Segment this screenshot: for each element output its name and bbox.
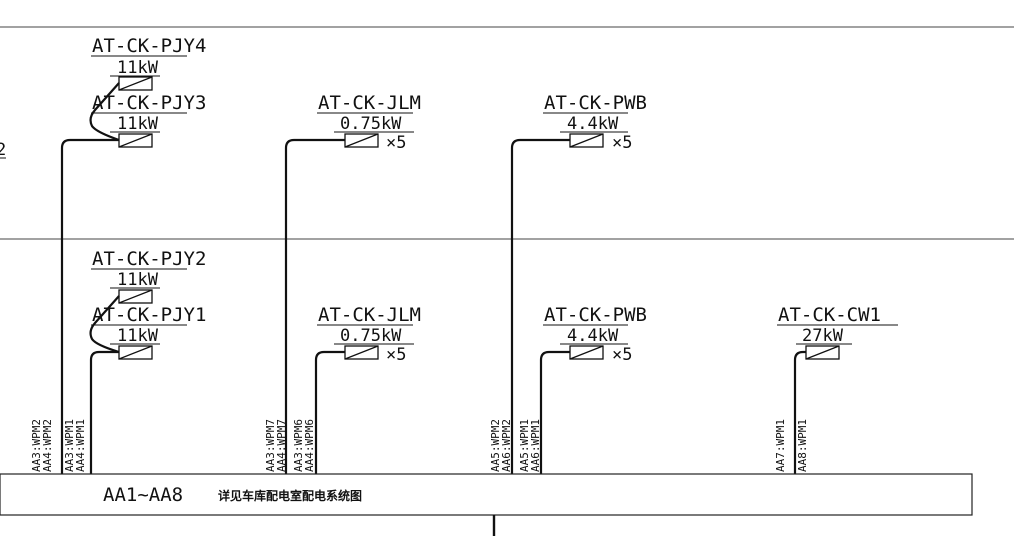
pwb-upper-power: 4.4kW	[567, 114, 619, 134]
pjy1-name: AT-CK-PJY1	[92, 304, 206, 326]
feeder-label: AA4:WPM2	[41, 419, 54, 472]
busbar-box	[0, 473, 973, 516]
feeder-labels-g1: AA3:WPM2 AA4:WPM2 AA3:WPM1 AA4:WPM1	[30, 419, 87, 472]
feeder-labels-g4: AA7:WPM1 AA8:WPM1	[774, 419, 809, 472]
pjy4-power: 11kW	[117, 58, 159, 78]
pjy3-power: 11kW	[117, 114, 159, 134]
feeder-wire-pjy4	[89, 82, 120, 142]
feeder-label: AA3:WPM6	[292, 419, 305, 472]
pjy1-power: 11kW	[117, 326, 159, 346]
cw1-power: 27kW	[802, 326, 844, 346]
feeder-wire-pwb-lower	[539, 350, 570, 474]
feeder-label: AA4:WPM7	[275, 419, 288, 472]
feeder-label: AA6:WPM1	[529, 419, 542, 472]
pjy3-name: AT-CK-PJY3	[92, 92, 206, 114]
pjy2-name: AT-CK-PJY2	[92, 248, 206, 270]
feeder-wire-jlm-lower	[314, 350, 345, 474]
jlm-upper-power: 0.75kW	[340, 114, 402, 134]
stray-char: 2	[0, 140, 6, 160]
feeder-label: AA4:WPM1	[74, 419, 87, 472]
feeder-label: AA5:WPM1	[518, 419, 531, 472]
jlm-lower-name: AT-CK-JLM	[318, 304, 421, 326]
busbar-note: 详见车库配电室配电系统图	[218, 488, 362, 503]
feeder-label: AA4:WPM6	[303, 419, 316, 472]
feeder-labels-g3: AA5:WPM2 AA6:WPM2 AA5:WPM1 AA6:WPM1	[489, 419, 542, 472]
pjy1-motor-symbol	[118, 345, 153, 360]
feeder-label: AA5:WPM2	[489, 419, 502, 472]
feeder-labels-g2: AA3:WPM7 AA4:WPM7 AA3:WPM6 AA4:WPM6	[264, 419, 316, 472]
cw1-motor-symbol	[805, 345, 840, 360]
pjy3-motor-symbol	[118, 133, 153, 148]
pjy4-motor-symbol	[118, 76, 153, 91]
feeder-wire-pjy1	[89, 350, 119, 474]
pwb-lower-qty: ×5	[612, 345, 632, 365]
feeder-label: AA6:WPM2	[500, 419, 513, 472]
pwb-lower-motor-symbol	[569, 345, 604, 360]
jlm-lower-qty: ×5	[386, 345, 406, 365]
cw1-name: AT-CK-CW1	[778, 304, 881, 326]
feeder-wire-pjy3	[60, 138, 119, 474]
feeder-label: AA3:WPM2	[30, 419, 43, 472]
feeder-label: AA7:WPM1	[774, 419, 787, 472]
busbar-range: AA1~AA8	[103, 484, 183, 506]
pwb-lower-name: AT-CK-PWB	[544, 304, 647, 326]
feeder-label: AA3:WPM1	[63, 419, 76, 472]
feeder-wire-jlm-upper	[284, 138, 345, 474]
pwb-upper-motor-symbol	[569, 133, 604, 148]
pjy2-power: 11kW	[117, 270, 159, 290]
feeder-wire-pjy2	[89, 295, 120, 354]
pjy2-motor-symbol	[118, 289, 153, 304]
feeder-label: AA8:WPM1	[796, 419, 809, 472]
jlm-lower-motor-symbol	[344, 345, 379, 360]
pwb-upper-name: AT-CK-PWB	[544, 92, 647, 114]
feeder-wire-cw1	[793, 350, 806, 474]
jlm-upper-name: AT-CK-JLM	[318, 92, 421, 114]
feeder-label: AA3:WPM7	[264, 419, 277, 472]
pwb-upper-qty: ×5	[612, 133, 632, 153]
jlm-upper-qty: ×5	[386, 133, 406, 153]
pjy4-name: AT-CK-PJY4	[92, 35, 206, 57]
pwb-lower-power: 4.4kW	[567, 326, 619, 346]
jlm-lower-power: 0.75kW	[340, 326, 402, 346]
jlm-upper-motor-symbol	[344, 133, 379, 148]
feeder-wire-pwb-upper	[510, 138, 570, 474]
